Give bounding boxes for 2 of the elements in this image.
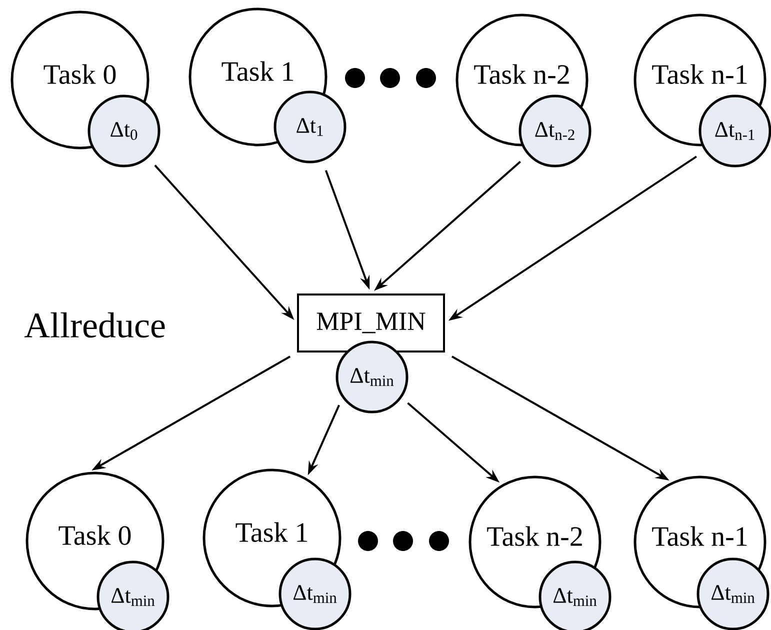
caption-text: Allreduce bbox=[24, 312, 165, 338]
process-box: MPI_MIN bbox=[297, 294, 445, 352]
